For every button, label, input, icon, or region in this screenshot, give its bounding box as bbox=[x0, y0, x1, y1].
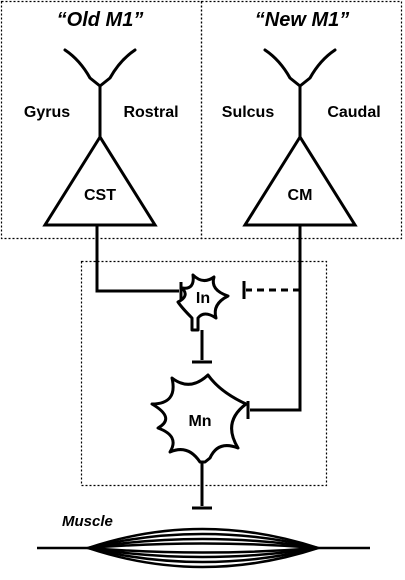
rostral-label: Rostral bbox=[123, 104, 178, 121]
interneuron-soma bbox=[176, 273, 230, 332]
sulcus-label: Sulcus bbox=[222, 104, 275, 121]
gyrus-label: Gyrus bbox=[24, 104, 70, 121]
cm-axon bbox=[250, 225, 302, 412]
muscle-fiber bbox=[87, 546, 319, 554]
muscle-fiber bbox=[87, 537, 319, 550]
motoneuron-soma bbox=[150, 373, 248, 464]
muscle-fiber bbox=[87, 546, 319, 569]
muscle-fiber bbox=[87, 527, 319, 550]
muscle-fiber bbox=[87, 532, 319, 550]
interneuron-label: In bbox=[196, 290, 210, 307]
cst-label: CST bbox=[84, 187, 116, 204]
old-m1-title: “Old M1” bbox=[57, 9, 144, 31]
cst-dendrite bbox=[63, 48, 137, 139]
muscle-fiber bbox=[87, 542, 319, 550]
cst-axon bbox=[95, 225, 179, 293]
spinal-cord-box bbox=[80, 260, 328, 487]
muscle-fibers bbox=[37, 527, 370, 569]
motoneuron-label: Mn bbox=[188, 413, 211, 430]
old-m1-box bbox=[0, 0, 203, 240]
muscle-fiber bbox=[87, 546, 319, 559]
muscle-fiber bbox=[87, 546, 319, 564]
caudal-label: Caudal bbox=[327, 104, 380, 121]
cm-soma bbox=[242, 134, 358, 227]
cst-soma bbox=[42, 134, 158, 227]
cm-dendrite bbox=[263, 48, 337, 139]
cm-label: CM bbox=[288, 187, 313, 204]
muscle-label: Muscle bbox=[62, 513, 113, 530]
new-m1-title: “New M1” bbox=[255, 9, 349, 31]
